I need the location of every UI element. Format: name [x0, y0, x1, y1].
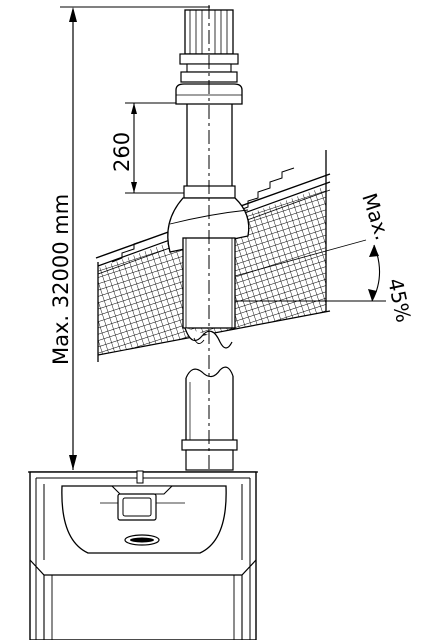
max-height-label: Max. 32000 mm	[49, 194, 73, 365]
terminal-gap-dimension: 260	[110, 102, 190, 194]
overall-height-dimension: Max. 32000 mm	[49, 6, 210, 470]
boiler-unit	[28, 470, 258, 640]
max-label: Max.	[357, 190, 395, 243]
arrow-up-icon	[69, 7, 77, 22]
flue-lower-segment	[181, 366, 238, 471]
terminal-gap-label: 260	[110, 132, 134, 172]
arrow-down-icon	[69, 455, 77, 470]
flue-terminal	[167, 9, 250, 349]
max-angle-label: 45%	[383, 276, 416, 324]
